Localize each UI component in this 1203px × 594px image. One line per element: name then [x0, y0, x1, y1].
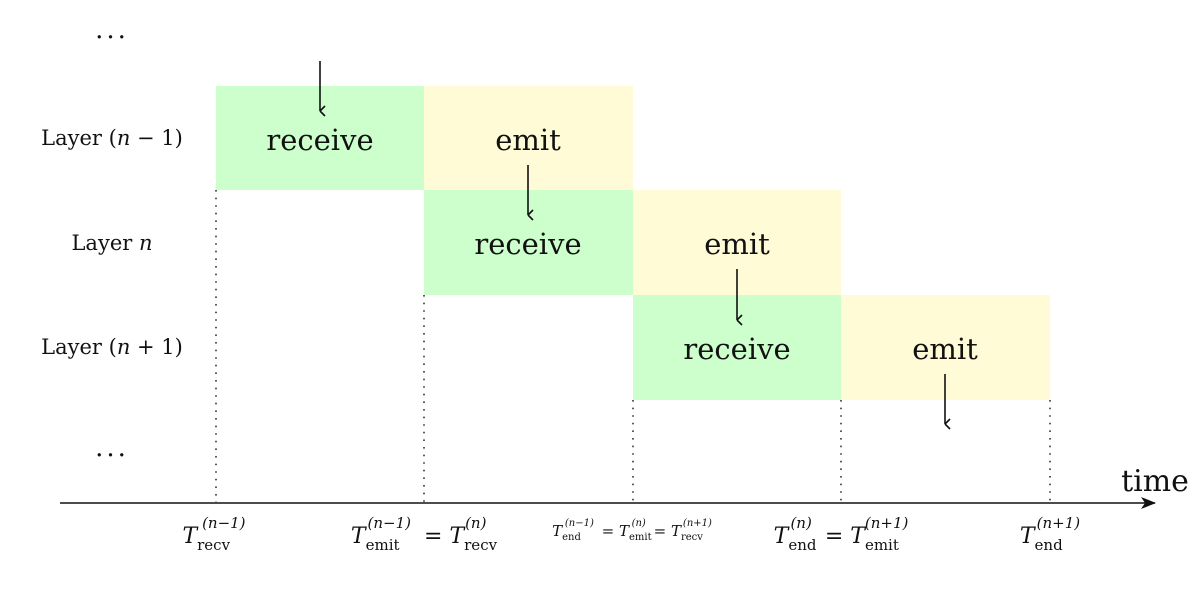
receive-label-next-layer: receive [683, 332, 790, 366]
tick-emit-prev-equals-recv: Temit(n−1) = Trecv(n) [351, 514, 498, 554]
tick-end-equals-emit-next: Tend(n) = Temit(n+1) [774, 514, 909, 554]
ellipsis-top: ... [95, 15, 129, 45]
emit-label-next-layer: emit [912, 332, 978, 366]
row-label-prev-layer: Layer (n − 1) [41, 126, 183, 150]
tick-end-prev-equals-emit-equals-recv: Tend(n−1) = Temit(n) = Trecv(n+1) [552, 518, 712, 543]
time-axis-label: time [1121, 464, 1189, 499]
row-label-next-layer: Layer (n + 1) [41, 335, 183, 359]
emit-label-layer: emit [704, 227, 770, 261]
row-label-layer: Layer n [71, 231, 152, 255]
emit-label-prev-layer: emit [495, 123, 561, 157]
receive-label-prev-layer: receive [266, 123, 373, 157]
tick-recv-prev: Trecv(n−1) [182, 514, 245, 554]
receive-label-layer: receive [474, 227, 581, 261]
ellipsis-bottom: ... [95, 433, 129, 463]
tick-end-next: Tend(n+1) [1020, 514, 1080, 554]
